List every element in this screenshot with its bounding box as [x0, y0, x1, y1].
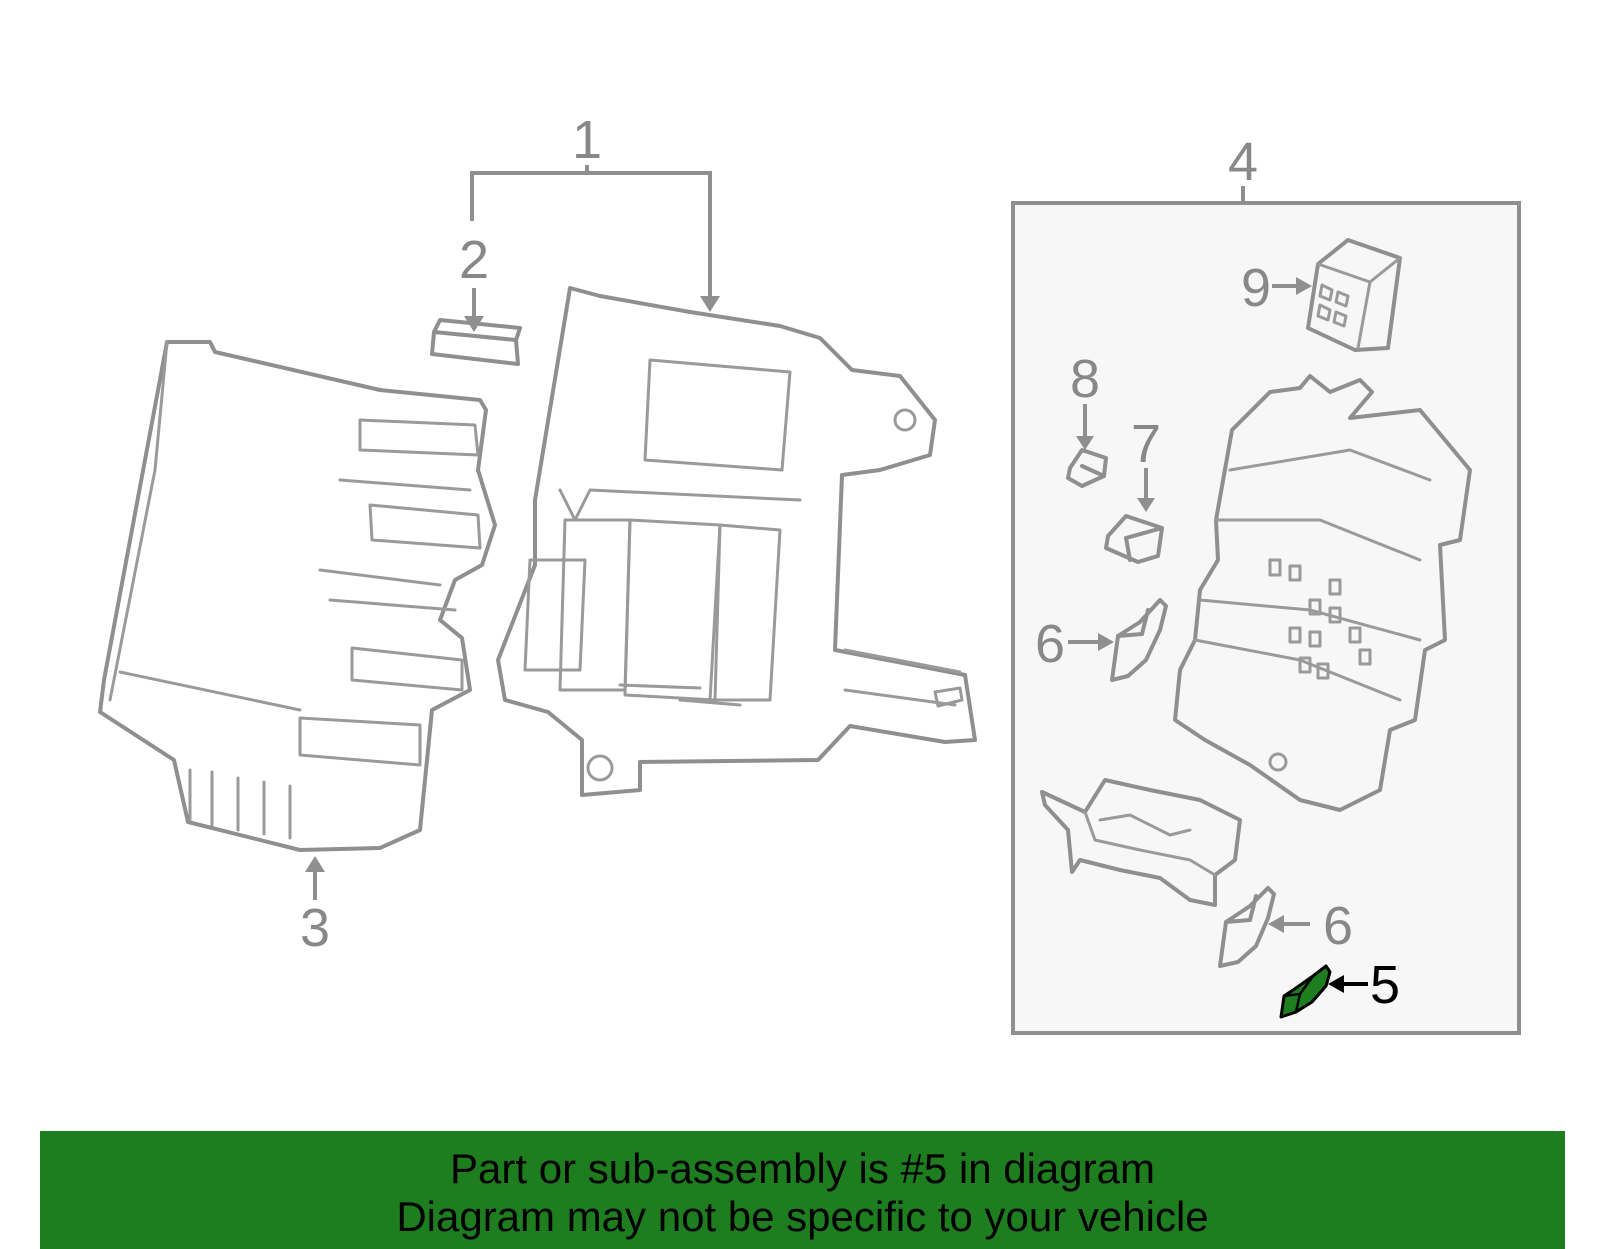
callout-7[interactable]: 7 [1131, 414, 1161, 474]
leader-3-arrow [305, 856, 325, 872]
callout-5[interactable]: 5 [1370, 955, 1400, 1015]
leader-9-arrow [1296, 277, 1312, 295]
callout-6-upper[interactable]: 6 [1035, 614, 1065, 674]
leader-7-arrow [1137, 498, 1155, 512]
leader-5-arrow [1328, 975, 1344, 993]
subassembly-box-4 [1011, 201, 1521, 1035]
part-7-fuse [1104, 514, 1164, 564]
part-2-strip [430, 318, 522, 366]
part-1-fuse-block [496, 286, 977, 797]
part-4-fuse-block-body [1173, 374, 1472, 812]
callout-1[interactable]: 1 [572, 110, 602, 170]
banner-line-1: Part or sub-assembly is #5 in diagram [450, 1145, 1155, 1192]
part-6-upper-fuse [1110, 598, 1168, 682]
leader-6-lower-arrow [1268, 915, 1284, 933]
leader-1-bracket [470, 165, 712, 300]
callout-8[interactable]: 8 [1070, 349, 1100, 409]
part-8-fuse [1066, 448, 1108, 488]
leader-8-arrow [1076, 436, 1094, 450]
callout-6-lower[interactable]: 6 [1323, 896, 1353, 956]
callout-3[interactable]: 3 [300, 898, 330, 958]
part-6-lower-fuse [1218, 886, 1276, 968]
leader-6-upper-arrow [1098, 633, 1114, 651]
leader-1-arrow [700, 296, 720, 312]
part-4-bracket [1040, 778, 1242, 907]
part-5-highlighted[interactable] [1279, 964, 1332, 1019]
callout-9[interactable]: 9 [1241, 258, 1271, 318]
part-9-relay [1306, 238, 1402, 352]
callout-4[interactable]: 4 [1228, 132, 1258, 192]
banner-line-2: Diagram may not be specific to your vehi… [396, 1193, 1209, 1240]
callout-2[interactable]: 2 [459, 230, 489, 290]
info-banner: Part or sub-assembly is #5 in diagram Di… [40, 1131, 1565, 1249]
part-3-cover [98, 340, 497, 852]
